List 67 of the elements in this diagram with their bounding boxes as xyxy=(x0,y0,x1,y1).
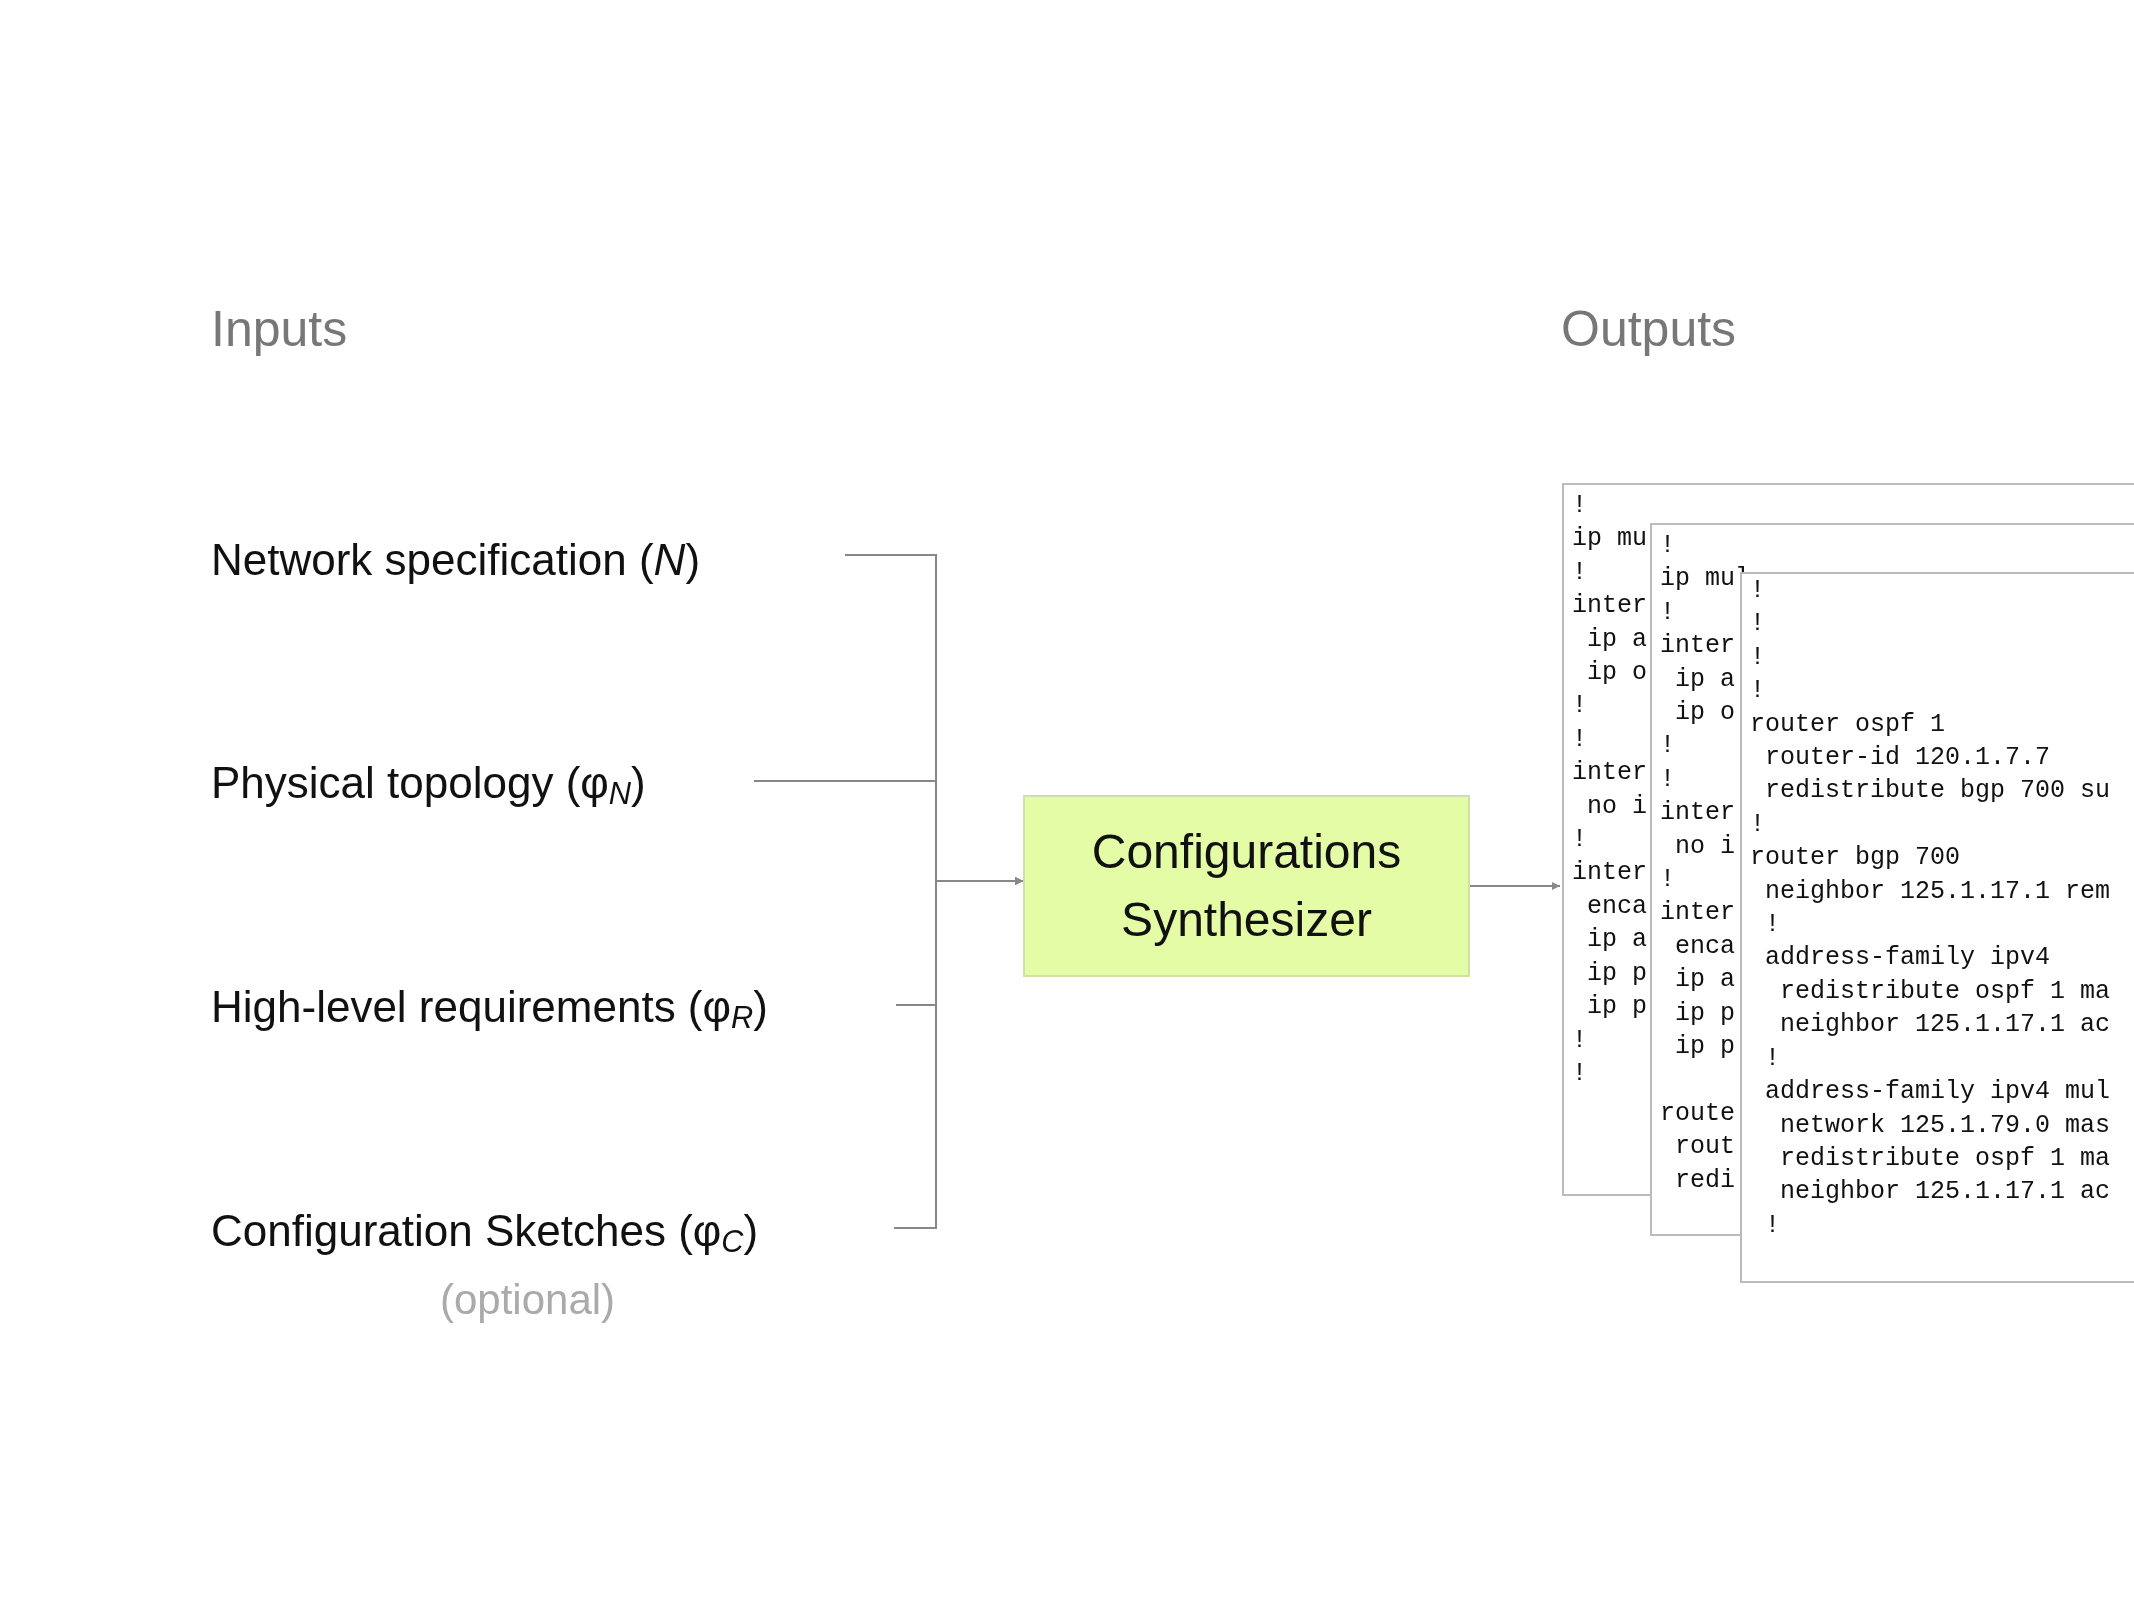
input-label: Network specification (N) xyxy=(211,535,831,591)
code-line: ! xyxy=(1750,575,1765,607)
code-line: router bgp 700 xyxy=(1750,842,1961,875)
code-line: ! xyxy=(1660,530,1675,562)
code-line: ! xyxy=(1764,1042,1780,1075)
code-line: inter xyxy=(1660,897,1735,930)
code-line: ! xyxy=(1572,1024,1587,1057)
code-line: ! xyxy=(1750,675,1765,708)
code-line: neighbor 125.1.17.1 ac xyxy=(1779,1009,2111,1042)
code-line: inter xyxy=(1660,797,1735,830)
code-line: rout xyxy=(1674,1131,1735,1164)
code-line: ! xyxy=(1764,909,1780,942)
code-line: ip a xyxy=(1586,623,1647,656)
code-line: ip a xyxy=(1586,924,1647,957)
code-line: ip p xyxy=(1674,997,1735,1030)
code-line: ! xyxy=(1572,690,1587,723)
code-line: inter xyxy=(1572,757,1647,790)
code-line: network 125.1.79.0 mas xyxy=(1779,1109,2111,1142)
code-line: inter xyxy=(1660,630,1735,663)
code-line: address-family ipv4 xyxy=(1764,942,2051,975)
code-line: ip o xyxy=(1674,697,1735,730)
code-line: ! xyxy=(1764,1209,1780,1242)
note-text: (optional) xyxy=(440,1276,616,1324)
section-heading: Outputs xyxy=(1561,300,1737,358)
code-line: ip p xyxy=(1586,991,1647,1024)
code-line: ! xyxy=(1750,608,1765,641)
code-line: ip a xyxy=(1674,964,1735,997)
code-line: ! xyxy=(1660,730,1675,763)
code-line: route xyxy=(1660,1097,1735,1130)
code-line: ! xyxy=(1750,808,1765,841)
input-label: Configuration Sketches (φ$_{C}$) xyxy=(211,1206,881,1262)
code-line: inter xyxy=(1572,590,1647,623)
connector-arrow xyxy=(893,877,1024,1229)
code-line: redistribute bgp 700 su xyxy=(1764,775,2111,808)
code-line: enca xyxy=(1674,930,1735,963)
code-line: ! xyxy=(1660,763,1675,796)
code-line: ! xyxy=(1750,641,1765,674)
synthesizer-box: Configurations Synthesizer xyxy=(1023,795,1470,977)
code-line: ! xyxy=(1572,824,1587,857)
code-line: ! xyxy=(1572,490,1587,522)
input-label: Physical topology (φ$_{N}$) xyxy=(211,758,741,814)
code-line: inter xyxy=(1572,857,1647,890)
code-line: router ospf 1 xyxy=(1750,708,1946,741)
code-line: ip p xyxy=(1586,957,1647,990)
code-line: ip p xyxy=(1674,1031,1735,1064)
code-line: ! xyxy=(1572,1057,1587,1090)
code-line: ip o xyxy=(1586,657,1647,690)
section-heading: Inputs xyxy=(211,300,348,358)
code-line: neighbor 125.1.17.1 ac xyxy=(1779,1176,2111,1209)
code-line: ! xyxy=(1572,556,1587,589)
connector-arrow xyxy=(1469,882,1561,890)
code-line: ip a xyxy=(1674,663,1735,696)
code-line: ! xyxy=(1660,596,1675,629)
code-line: router-id 120.1.7.7 xyxy=(1764,742,2051,775)
config-file-page xyxy=(1562,483,1650,1196)
code-line: ! xyxy=(1660,864,1675,897)
code-line: no i xyxy=(1586,790,1647,823)
code-line: ! xyxy=(1572,723,1587,756)
code-line: no i xyxy=(1674,830,1735,863)
code-line: redistribute ospf 1 ma xyxy=(1779,1142,2111,1175)
code-line: address-family ipv4 mul xyxy=(1764,1076,2111,1109)
code-line: ip mu xyxy=(1572,523,1647,556)
code-line: redi xyxy=(1674,1164,1735,1197)
code-line: redistribute ospf 1 ma xyxy=(1779,975,2111,1008)
code-line: neighbor 125.1.17.1 rem xyxy=(1764,875,2111,908)
code-line: enca xyxy=(1586,890,1647,923)
input-label: High-level requirements (φ$_{R}$) xyxy=(211,982,881,1038)
